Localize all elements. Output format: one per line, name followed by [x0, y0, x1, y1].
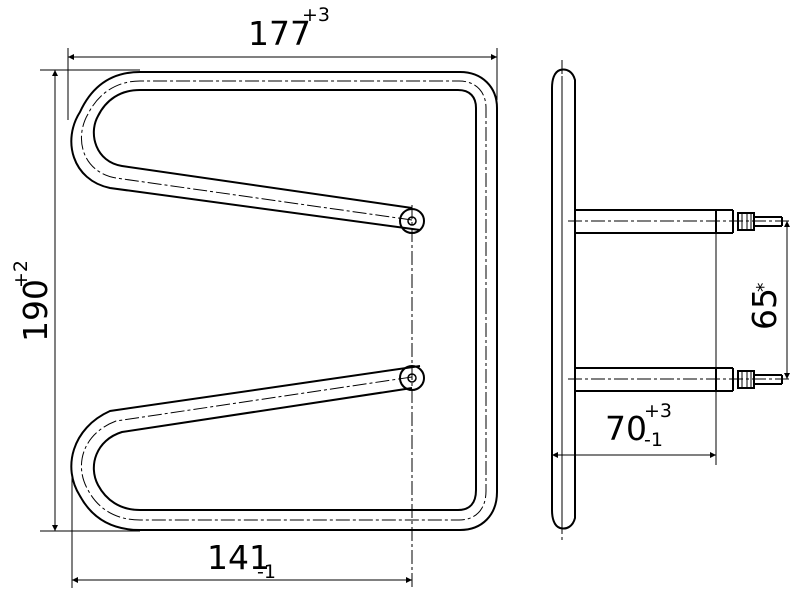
tube-centerline-bottom — [80, 300, 487, 521]
dim-pitch-mark: * — [753, 283, 775, 293]
tube-outer-bottom — [70, 300, 498, 531]
dim-bottom-value: 141 — [207, 538, 270, 577]
dim-top-value: 177 — [248, 14, 311, 53]
tube-centerline-top — [80, 80, 487, 300]
tube-outer-top — [70, 71, 498, 300]
front-view — [70, 71, 498, 588]
dim-bottom-lower-tolerance: -1 — [257, 561, 276, 583]
flange-profile — [551, 68, 576, 530]
dim-left-upper-tolerance: +2 — [10, 260, 32, 288]
dim-top-upper-tolerance: +3 — [302, 4, 330, 26]
side-view-dimensions — [552, 221, 790, 465]
tube-inner-bottom — [92, 300, 477, 511]
dim-depth-lower-tolerance: -1 — [644, 429, 663, 451]
dim-pitch-value: 65 — [745, 288, 784, 330]
side-view — [551, 60, 790, 540]
tube-inner-top — [93, 89, 477, 300]
dim-depth-value: 70 — [605, 409, 647, 448]
dim-top-width: 177 +3 — [248, 4, 330, 53]
dim-left-height: 190 +2 — [10, 260, 55, 342]
dim-bottom-width: 141 -1 — [207, 538, 276, 583]
dim-depth-upper-tolerance: +3 — [644, 400, 672, 422]
front-view-dimensions — [40, 48, 498, 588]
dim-depth: 70 +3 -1 — [605, 400, 672, 451]
dim-left-value: 190 — [16, 279, 55, 342]
dim-pitch: 65 * — [745, 283, 784, 331]
